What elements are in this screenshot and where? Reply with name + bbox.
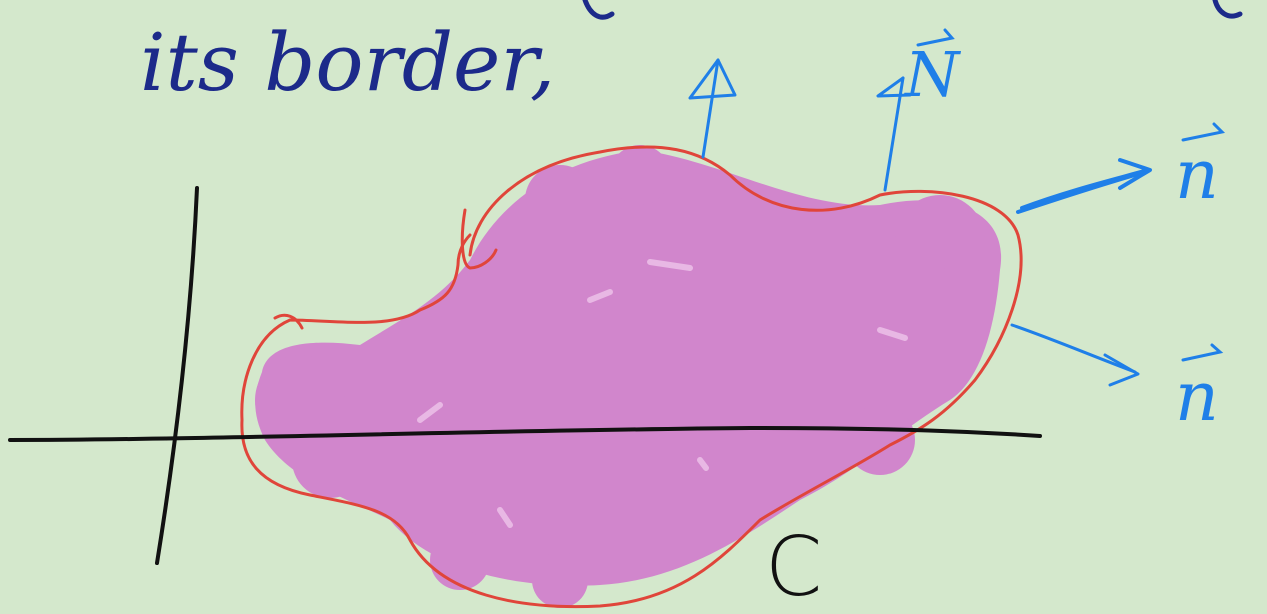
curve-label-c: C (765, 520, 822, 614)
normal-label-n-right-top: n (1175, 136, 1219, 215)
normal-label-n-right-bottom: n (1175, 358, 1219, 437)
normal-label-n-upper: N (903, 38, 962, 111)
heading-text: its border, (140, 16, 555, 109)
